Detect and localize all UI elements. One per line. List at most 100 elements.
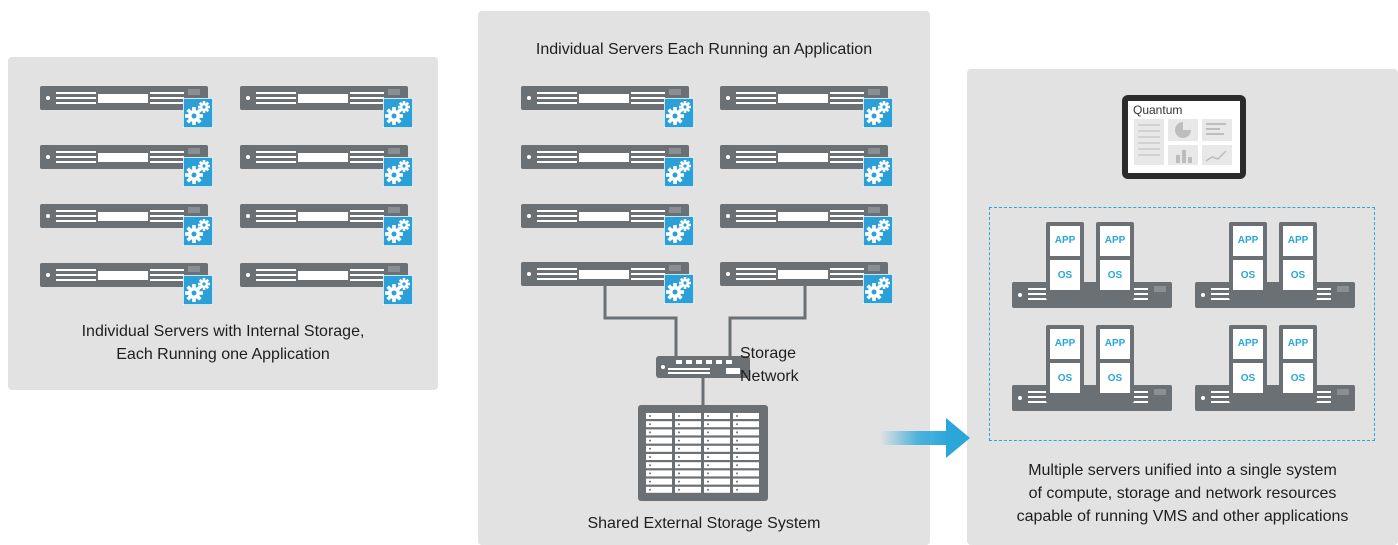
gear-icon [862, 273, 894, 309]
server-icon [240, 145, 410, 174]
tablet-brand: Quantum [1133, 103, 1183, 117]
tablet-icon: Quantum [1122, 95, 1246, 184]
gear-icon [382, 156, 414, 192]
drive-led [649, 464, 651, 467]
drive-bay [646, 437, 672, 444]
drive-bay [646, 462, 672, 469]
drive-led [736, 464, 738, 467]
vm-app-label: APP [1104, 338, 1126, 349]
hypervisor-host [1012, 325, 1172, 418]
drive-led [736, 447, 738, 450]
drive-led [736, 472, 738, 475]
caption-line: Multiple servers unified into a single s… [1028, 462, 1337, 479]
drive-bay [733, 454, 759, 460]
switch-icon [656, 356, 750, 378]
caption-internal-storage: Individual Servers with Internal Storage… [0, 320, 446, 366]
vm-os-label: OS [1107, 373, 1123, 384]
drive-led [678, 431, 680, 434]
server-icon [240, 263, 410, 292]
gear-icon [862, 97, 894, 133]
label-line: Storage [740, 345, 797, 362]
server-icon [720, 262, 890, 291]
hypervisor-host [1012, 222, 1172, 315]
server-icon [720, 204, 890, 233]
gear-icon [862, 215, 894, 251]
storage-array-icon [638, 405, 768, 501]
vm-os-label: OS [1240, 373, 1256, 384]
gear-icon [862, 156, 894, 192]
drive-bay [704, 478, 730, 485]
gear-icon [182, 156, 214, 192]
vm-app-label: APP [1054, 235, 1076, 246]
drive-bay [704, 429, 730, 436]
server-icon [720, 145, 890, 174]
server-icon [521, 262, 691, 291]
drive-bay [675, 486, 701, 493]
caption-line: capable of running VMS and other applica… [1016, 508, 1349, 525]
drive-bay [733, 413, 759, 419]
drive-led [678, 456, 680, 458]
vm-app-label: APP [1104, 235, 1126, 246]
drive-bay [646, 429, 672, 436]
drive-bay [704, 462, 730, 469]
gear-icon [382, 215, 414, 251]
drive-bay [704, 470, 730, 477]
gear-icon [382, 274, 414, 310]
drive-led [707, 415, 709, 417]
drive-led [678, 439, 680, 442]
vm-os-label: OS [1107, 270, 1123, 281]
drive-led [678, 447, 680, 450]
drive-led [707, 439, 709, 442]
vm-os-label: OS [1290, 270, 1306, 281]
drive-bay [704, 413, 730, 419]
drive-led [707, 447, 709, 450]
drive-bay [704, 486, 730, 493]
drive-bay [675, 413, 701, 419]
unified-cluster-box [989, 207, 1375, 441]
drive-led [736, 423, 738, 426]
drive-led [678, 480, 680, 483]
drive-bay [675, 462, 701, 469]
vm-os-label: OS [1057, 373, 1073, 384]
drive-led [649, 472, 651, 475]
drive-bay [646, 470, 672, 477]
drive-bay [733, 478, 759, 485]
caption-line: of compute, storage and network resource… [1028, 485, 1337, 502]
server-icon [720, 86, 890, 115]
drive-led [678, 423, 680, 426]
gear-icon [663, 156, 695, 192]
drive-led [707, 488, 709, 491]
drive-bay [733, 462, 759, 469]
drive-led [707, 456, 709, 458]
server-icon [40, 86, 210, 115]
arrow-right-icon [880, 418, 970, 458]
drive-bay [646, 413, 672, 419]
caption-unified-system: Multiple servers unified into a single s… [967, 459, 1398, 528]
gear-icon [663, 273, 695, 309]
vm-app-label: APP [1054, 338, 1076, 349]
server-icon [40, 263, 210, 292]
drive-bay [733, 486, 759, 493]
gear-icon [182, 97, 214, 133]
server-icon [521, 204, 691, 233]
drive-led [736, 415, 738, 417]
drive-bay [646, 478, 672, 485]
caption-shared-servers: Individual Servers Each Running an Appli… [535, 41, 873, 58]
drive-led [707, 480, 709, 483]
drive-bay [675, 454, 701, 460]
drive-led [649, 480, 651, 483]
server-icon [240, 204, 410, 233]
drive-bay [675, 437, 701, 444]
vm-os-label: OS [1240, 270, 1256, 281]
drive-bay [675, 470, 701, 477]
drive-led [649, 415, 651, 417]
drive-bay [704, 437, 730, 444]
drive-led [707, 472, 709, 475]
gear-icon [382, 97, 414, 133]
drive-led [649, 439, 651, 442]
gear-icon [182, 215, 214, 251]
vm-app-label: APP [1287, 338, 1309, 349]
server-icon [521, 86, 691, 115]
caption-line: Individual Servers with Internal Storage… [81, 323, 365, 340]
drive-bay [704, 454, 730, 460]
